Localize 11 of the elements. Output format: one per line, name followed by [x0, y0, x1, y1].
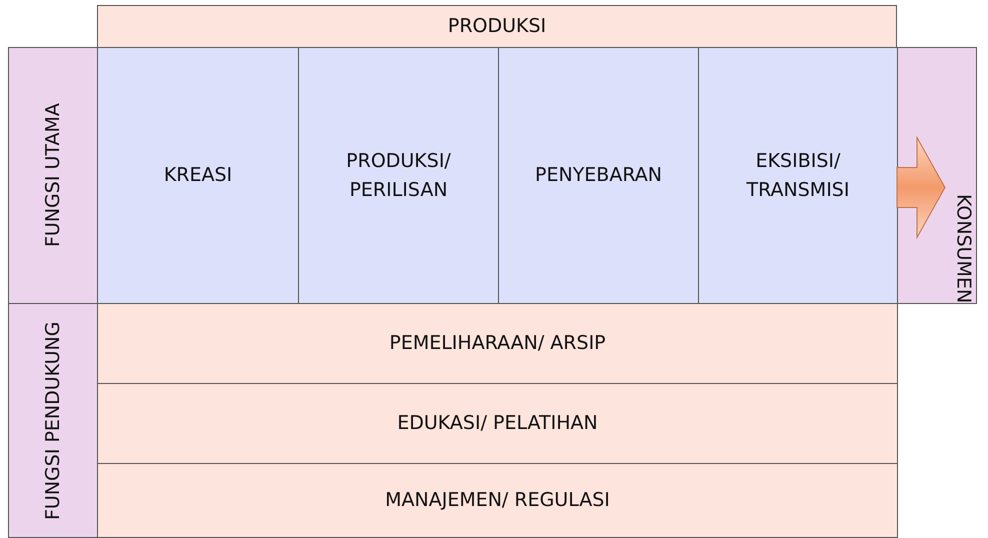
side-label-panel: FUNGSI PENDUKUNG — [8, 303, 98, 538]
stage-box: PENYEBARAN — [498, 47, 699, 304]
support-band: MANAJEMEN/ REGULASI — [97, 463, 898, 538]
header-band: PRODUKSI — [97, 5, 897, 48]
stage-box: PRODUKSI/ PERILISAN — [298, 47, 499, 304]
side-label-panel: FUNGSI UTAMA — [8, 47, 98, 304]
stage-box: KREASI — [97, 47, 299, 304]
support-band: EDUKASI/ PELATIHAN — [97, 383, 898, 464]
support-band: PEMELIHARAAN/ ARSIP — [97, 303, 898, 384]
stage-box: EKSIBISI/ TRANSMISI — [698, 47, 898, 304]
block-arrow — [896, 136, 946, 240]
